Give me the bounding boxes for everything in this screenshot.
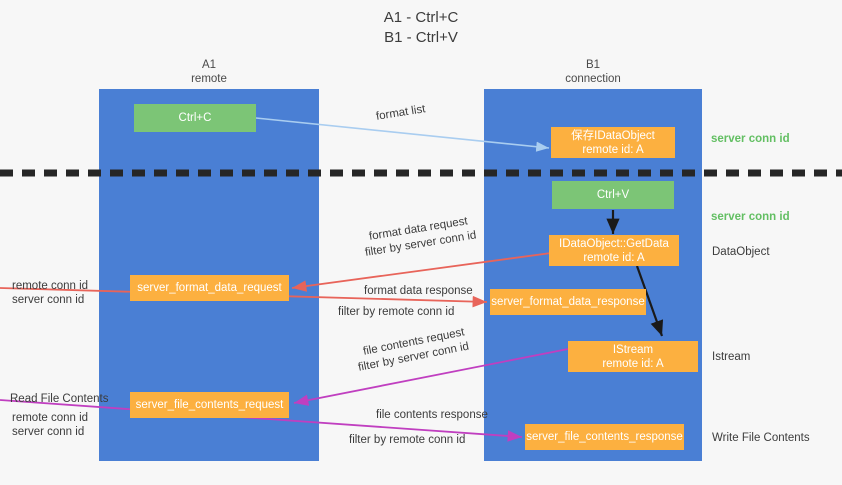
lane-b1-name: B1 — [585, 59, 601, 71]
node-server-format-data-request[interactable]: server_format_data_request — [130, 275, 289, 301]
node-idataobject-getdata[interactable]: IDataObject::GetData remote id: A — [549, 235, 679, 266]
left-label-read-file-contents: Read File Contents — [10, 393, 109, 405]
node-save-idataobject-remote-id: remote id: A — [582, 143, 644, 156]
node-idataobject-getdata-remote-id: remote id: A — [583, 251, 645, 264]
filter-by-text-4: filter by — [349, 434, 387, 446]
left-server-conn-id-1: server conn id — [12, 294, 85, 306]
arrow-format-list — [255, 117, 550, 152]
node-ctrl-v-label: Ctrl+V — [596, 189, 630, 201]
side-label-istream: Istream — [712, 351, 751, 363]
arrow-format-data-request — [291, 252, 552, 292]
node-server-format-data-response-label: server_format_data_response — [491, 296, 645, 308]
remote-conn-id-text-1: remote conn id — [378, 306, 455, 318]
node-server-file-contents-request-label: server_file_contents_request — [135, 399, 284, 411]
node-istream-title: IStream — [612, 343, 654, 356]
title-line-2: B1 - Ctrl+V — [384, 29, 458, 46]
node-save-idataobject-title: 保存IDataObject — [571, 129, 655, 142]
filter-by-text-2: filter by — [338, 306, 376, 318]
arrow-file-contents-response — [0, 399, 523, 442]
node-server-file-contents-response[interactable]: server_file_contents_response — [525, 424, 684, 450]
arrow-file-contents-request — [293, 348, 569, 406]
node-save-idataobject[interactable]: 保存IDataObject remote id: A — [551, 127, 675, 158]
node-server-file-contents-request[interactable]: server_file_contents_request — [130, 392, 289, 418]
left-remote-conn-id-1: remote conn id — [12, 280, 89, 292]
edge-label-file-contents-response: file contents response — [376, 409, 488, 421]
node-ctrl-v[interactable]: Ctrl+V — [552, 181, 674, 209]
arrow-getdata-istream — [635, 265, 664, 337]
side-label-write-file-contents: Write File Contents — [712, 432, 810, 444]
left-label-group-format: remote conn id server conn id — [12, 279, 88, 307]
left-remote-conn-id-2: remote conn id — [12, 412, 89, 424]
page-title: A1 - Ctrl+C B1 - Ctrl+V — [0, 8, 842, 48]
edge-label-format-data-response: format data response — [364, 285, 473, 297]
remote-conn-id-text-2: remote conn id — [389, 434, 466, 446]
lane-a1-name: A1 — [201, 59, 217, 71]
lane-header-a1: A1 remote — [99, 58, 319, 86]
node-ctrl-c-label: Ctrl+C — [178, 112, 212, 124]
side-label-server-conn-id-mid: server conn id — [711, 211, 790, 223]
lane-b1-sub: connection — [565, 73, 621, 85]
node-ctrl-c[interactable]: Ctrl+C — [134, 104, 256, 132]
node-server-format-data-request-label: server_format_data_request — [137, 282, 282, 294]
lane-a1-sub: remote — [191, 73, 227, 85]
node-server-format-data-response[interactable]: server_format_data_response — [490, 289, 646, 315]
side-label-server-conn-id-top: server conn id — [711, 133, 790, 145]
title-line-1: A1 - Ctrl+C — [383, 9, 459, 26]
left-label-group-file: remote conn id server conn id — [12, 411, 88, 439]
left-server-conn-id-2: server conn id — [12, 426, 85, 438]
edge-label-file-contents-response-filter: filter by remote conn id — [349, 433, 465, 447]
node-istream-remote-id: remote id: A — [602, 357, 664, 370]
edge-label-format-data-response-filter: filter by remote conn id — [338, 305, 454, 319]
side-label-dataobject: DataObject — [712, 246, 770, 258]
lane-header-b1: B1 connection — [484, 58, 702, 86]
node-server-file-contents-response-label: server_file_contents_response — [526, 431, 683, 443]
node-idataobject-getdata-title: IDataObject::GetData — [559, 237, 669, 250]
node-istream[interactable]: IStream remote id: A — [568, 341, 698, 372]
